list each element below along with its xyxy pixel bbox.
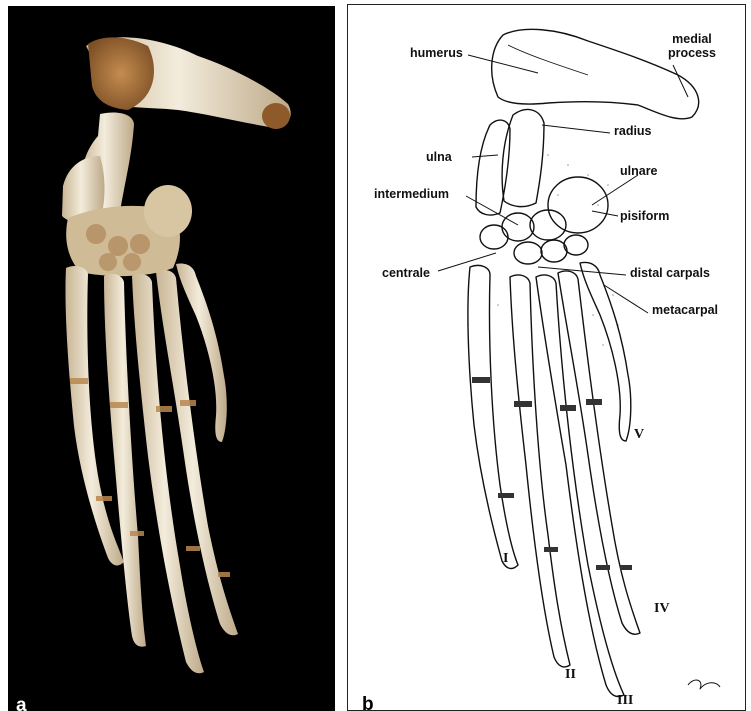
label-medial-process: medial process xyxy=(668,33,716,61)
panel-letter-a: a xyxy=(16,696,27,711)
digit-label-v: V xyxy=(634,427,644,443)
digit-label-iv: IV xyxy=(654,601,670,617)
label-radius: radius xyxy=(614,125,652,139)
panel-letter-b: b xyxy=(362,695,374,711)
label-distal-carpals: distal carpals xyxy=(630,267,710,281)
label-centrale: centrale xyxy=(382,267,430,281)
drawing-panel-b: humerus medial process radius ulna ulnar… xyxy=(347,4,746,711)
bone-render-illustration xyxy=(8,6,335,711)
label-metacarpal: metacarpal xyxy=(652,304,718,318)
digit-outlines xyxy=(468,263,640,697)
bone-line-drawing xyxy=(348,5,746,711)
digit-label-ii: II xyxy=(565,667,576,683)
digit-label-iii: III xyxy=(617,693,633,709)
label-intermedium: intermedium xyxy=(374,188,449,202)
label-humerus: humerus xyxy=(410,47,463,61)
artist-signature xyxy=(688,680,720,689)
digit-label-i: I xyxy=(503,551,508,567)
label-ulnare: ulnare xyxy=(620,165,658,179)
radius-ulna-outline xyxy=(476,109,544,215)
carpal-outlines xyxy=(480,177,608,264)
digit-bones xyxy=(65,264,238,674)
label-pisiform: pisiform xyxy=(620,210,669,224)
label-ulna: ulna xyxy=(426,151,452,165)
photo-panel-a: a xyxy=(8,6,335,711)
